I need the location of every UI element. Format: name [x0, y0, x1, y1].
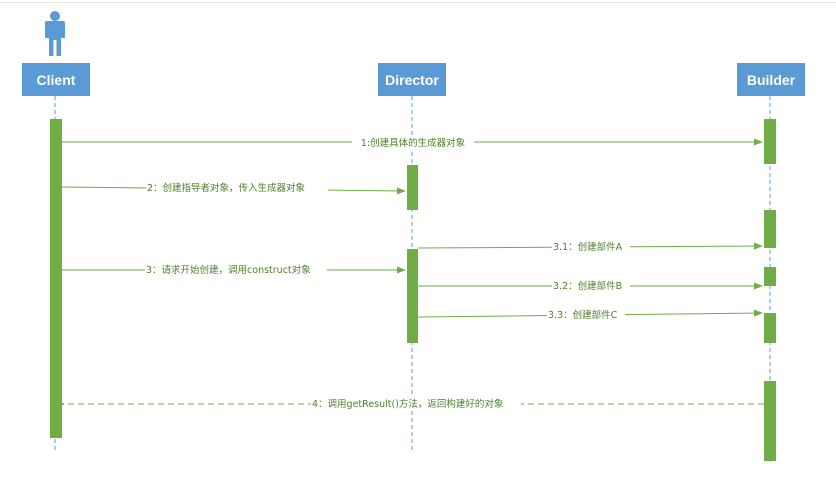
builder-activation-5	[764, 381, 776, 461]
participant-builder: Builder	[737, 63, 805, 96]
builder-activation-3	[764, 267, 776, 286]
message-1-label-bg	[352, 135, 474, 149]
message-3-label-bg	[145, 263, 327, 277]
participant-client: Client	[22, 63, 90, 96]
message-2-label: 2：创建指导者对象，传入生成器对象	[147, 182, 306, 194]
message-4-label-bg	[311, 397, 521, 411]
participant-client-label: Client	[36, 71, 76, 88]
message-1-label: 1:创建具体的生成器对象	[361, 137, 466, 149]
message-3-2-label: 3.2：创建部件B	[553, 280, 622, 292]
message-2-label-bg	[146, 181, 328, 195]
builder-activation-4	[764, 313, 776, 343]
participant-director: Director	[378, 63, 446, 96]
message-3-1-label: 3.1：创建部件A	[553, 241, 623, 253]
client-activation	[50, 119, 62, 438]
message-3-3-label-bg	[547, 308, 625, 322]
builder-activation-1	[764, 119, 776, 164]
director-activation-2	[407, 249, 418, 343]
participant-director-label: Director	[385, 71, 439, 88]
message-3-label: 3：请求开始创建，调用construct对象	[146, 264, 311, 276]
person-icon	[45, 11, 65, 56]
builder-activation-2	[764, 210, 776, 248]
director-activation-1	[407, 165, 418, 210]
message-3-2-label-bg	[552, 279, 630, 293]
message-4-label: 4：调用getResult()方法，返回构建好的对象	[312, 398, 504, 410]
participant-builder-label: Builder	[746, 71, 796, 88]
message-3-3-label: 3.3：创建部件C	[548, 309, 618, 321]
top-border	[0, 2, 836, 3]
message-3-1-label-bg	[552, 240, 630, 254]
